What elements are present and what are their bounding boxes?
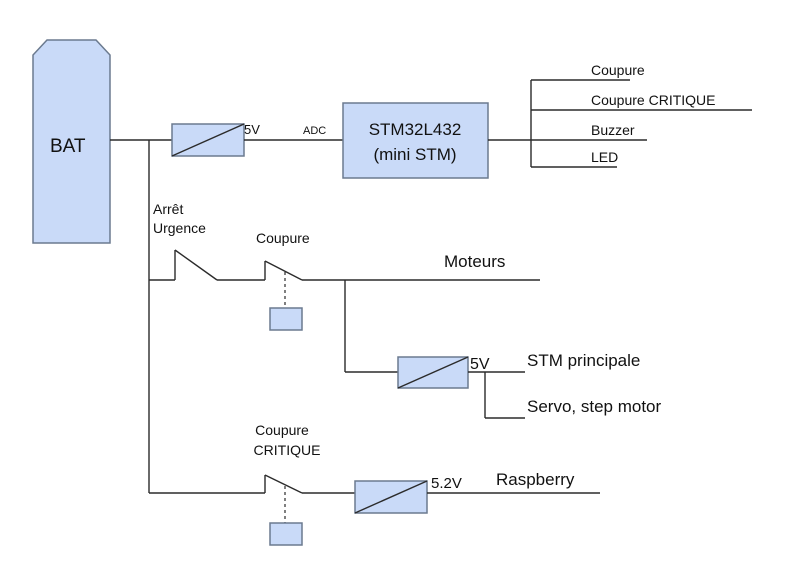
critical-relay-label-1: Coupure: [255, 422, 309, 438]
stm-principale-label: STM principale: [527, 351, 640, 370]
emergency-switch-arm: [174, 249, 218, 281]
motors-label: Moteurs: [444, 252, 505, 271]
emergency-label-2: Urgence: [153, 220, 206, 236]
mcu-name: STM32L432: [369, 120, 462, 139]
output-label-buzzer: Buzzer: [591, 122, 635, 138]
emergency-label-1: Arrêt: [153, 201, 183, 217]
mcu-block: [342, 102, 489, 179]
critical-relay-coil: [269, 522, 303, 546]
relay-coil: [269, 307, 303, 331]
battery-block: [32, 39, 111, 244]
regulator-voltage-top: 5V: [244, 122, 260, 137]
servo-label: Servo, step motor: [527, 397, 662, 416]
output-label-led: LED: [591, 149, 618, 165]
output-label-critique: Coupure CRITIQUE: [591, 92, 715, 108]
relay-switch-arm: [264, 260, 303, 281]
regulator-motor-diagonal: [397, 356, 469, 389]
regulator-52v-diagonal: [354, 480, 428, 514]
regulator-voltage-critical: 5.2V: [431, 475, 462, 492]
relay-label-coupure: Coupure: [256, 230, 310, 246]
critical-switch-arm: [264, 474, 303, 494]
battery-label: BAT: [50, 136, 86, 157]
mcu-subtitle: (mini STM): [373, 145, 456, 164]
critical-relay-label-2: CRITIQUE: [254, 442, 321, 458]
output-label-coupure: Coupure: [591, 62, 645, 78]
regulator-diagonal: [171, 123, 245, 157]
regulator-voltage-motor: 5V: [470, 356, 490, 373]
raspberry-label: Raspberry: [496, 470, 575, 489]
adc-label: ADC: [303, 125, 326, 137]
